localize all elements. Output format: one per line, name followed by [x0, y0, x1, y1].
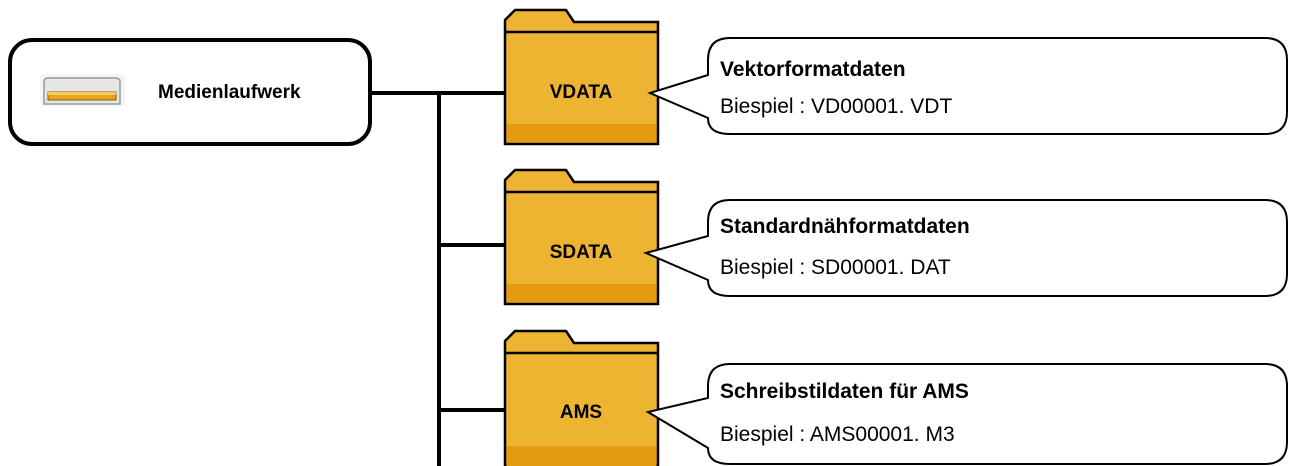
- folder-sdata[interactable]: SDATA: [503, 168, 660, 306]
- callout-title: Standardnähformatdaten: [720, 215, 970, 238]
- media-drive-box[interactable]: [8, 38, 372, 146]
- callout-sdata: Standardnähformatdaten Biespiel : SD0000…: [643, 199, 1288, 297]
- callout-ams: Schreibstildaten für AMS Biespiel : AMS0…: [645, 363, 1288, 465]
- callout-example: Biespiel : VD00001. VDT: [720, 95, 952, 118]
- folder-label: AMS: [560, 402, 602, 423]
- folder-icon: [503, 329, 660, 466]
- folder-label: SDATA: [550, 242, 613, 263]
- callout-example: Biespiel : SD00001. DAT: [720, 256, 951, 279]
- folder-label: VDATA: [550, 82, 613, 103]
- folder-bottom-band: [506, 124, 657, 143]
- media-drive-label: Medienlaufwerk: [158, 82, 301, 103]
- callout-title: Schreibstildaten für AMS: [720, 380, 969, 403]
- callout-bubble: [645, 363, 1288, 465]
- callout-example: Biespiel : AMS00001. M3: [720, 423, 955, 446]
- connector-lines: [370, 91, 505, 466]
- media-drive-node[interactable]: Medienlaufwerk: [8, 38, 372, 146]
- callout-title: Vektorformatdaten: [720, 58, 906, 81]
- media-drive-icon: [40, 74, 125, 106]
- folder-icon: [503, 168, 660, 306]
- folder-bottom-band: [506, 446, 657, 466]
- folder-vdata[interactable]: VDATA: [503, 8, 660, 146]
- callout-bubble: [647, 37, 1288, 135]
- callout-vdata: Vektorformatdaten Biespiel : VD00001. VD…: [647, 37, 1288, 135]
- callout-bubble: [643, 199, 1288, 297]
- folder-icon: [503, 8, 660, 146]
- folder-bottom-band: [506, 284, 657, 303]
- folder-ams[interactable]: AMS: [503, 329, 660, 466]
